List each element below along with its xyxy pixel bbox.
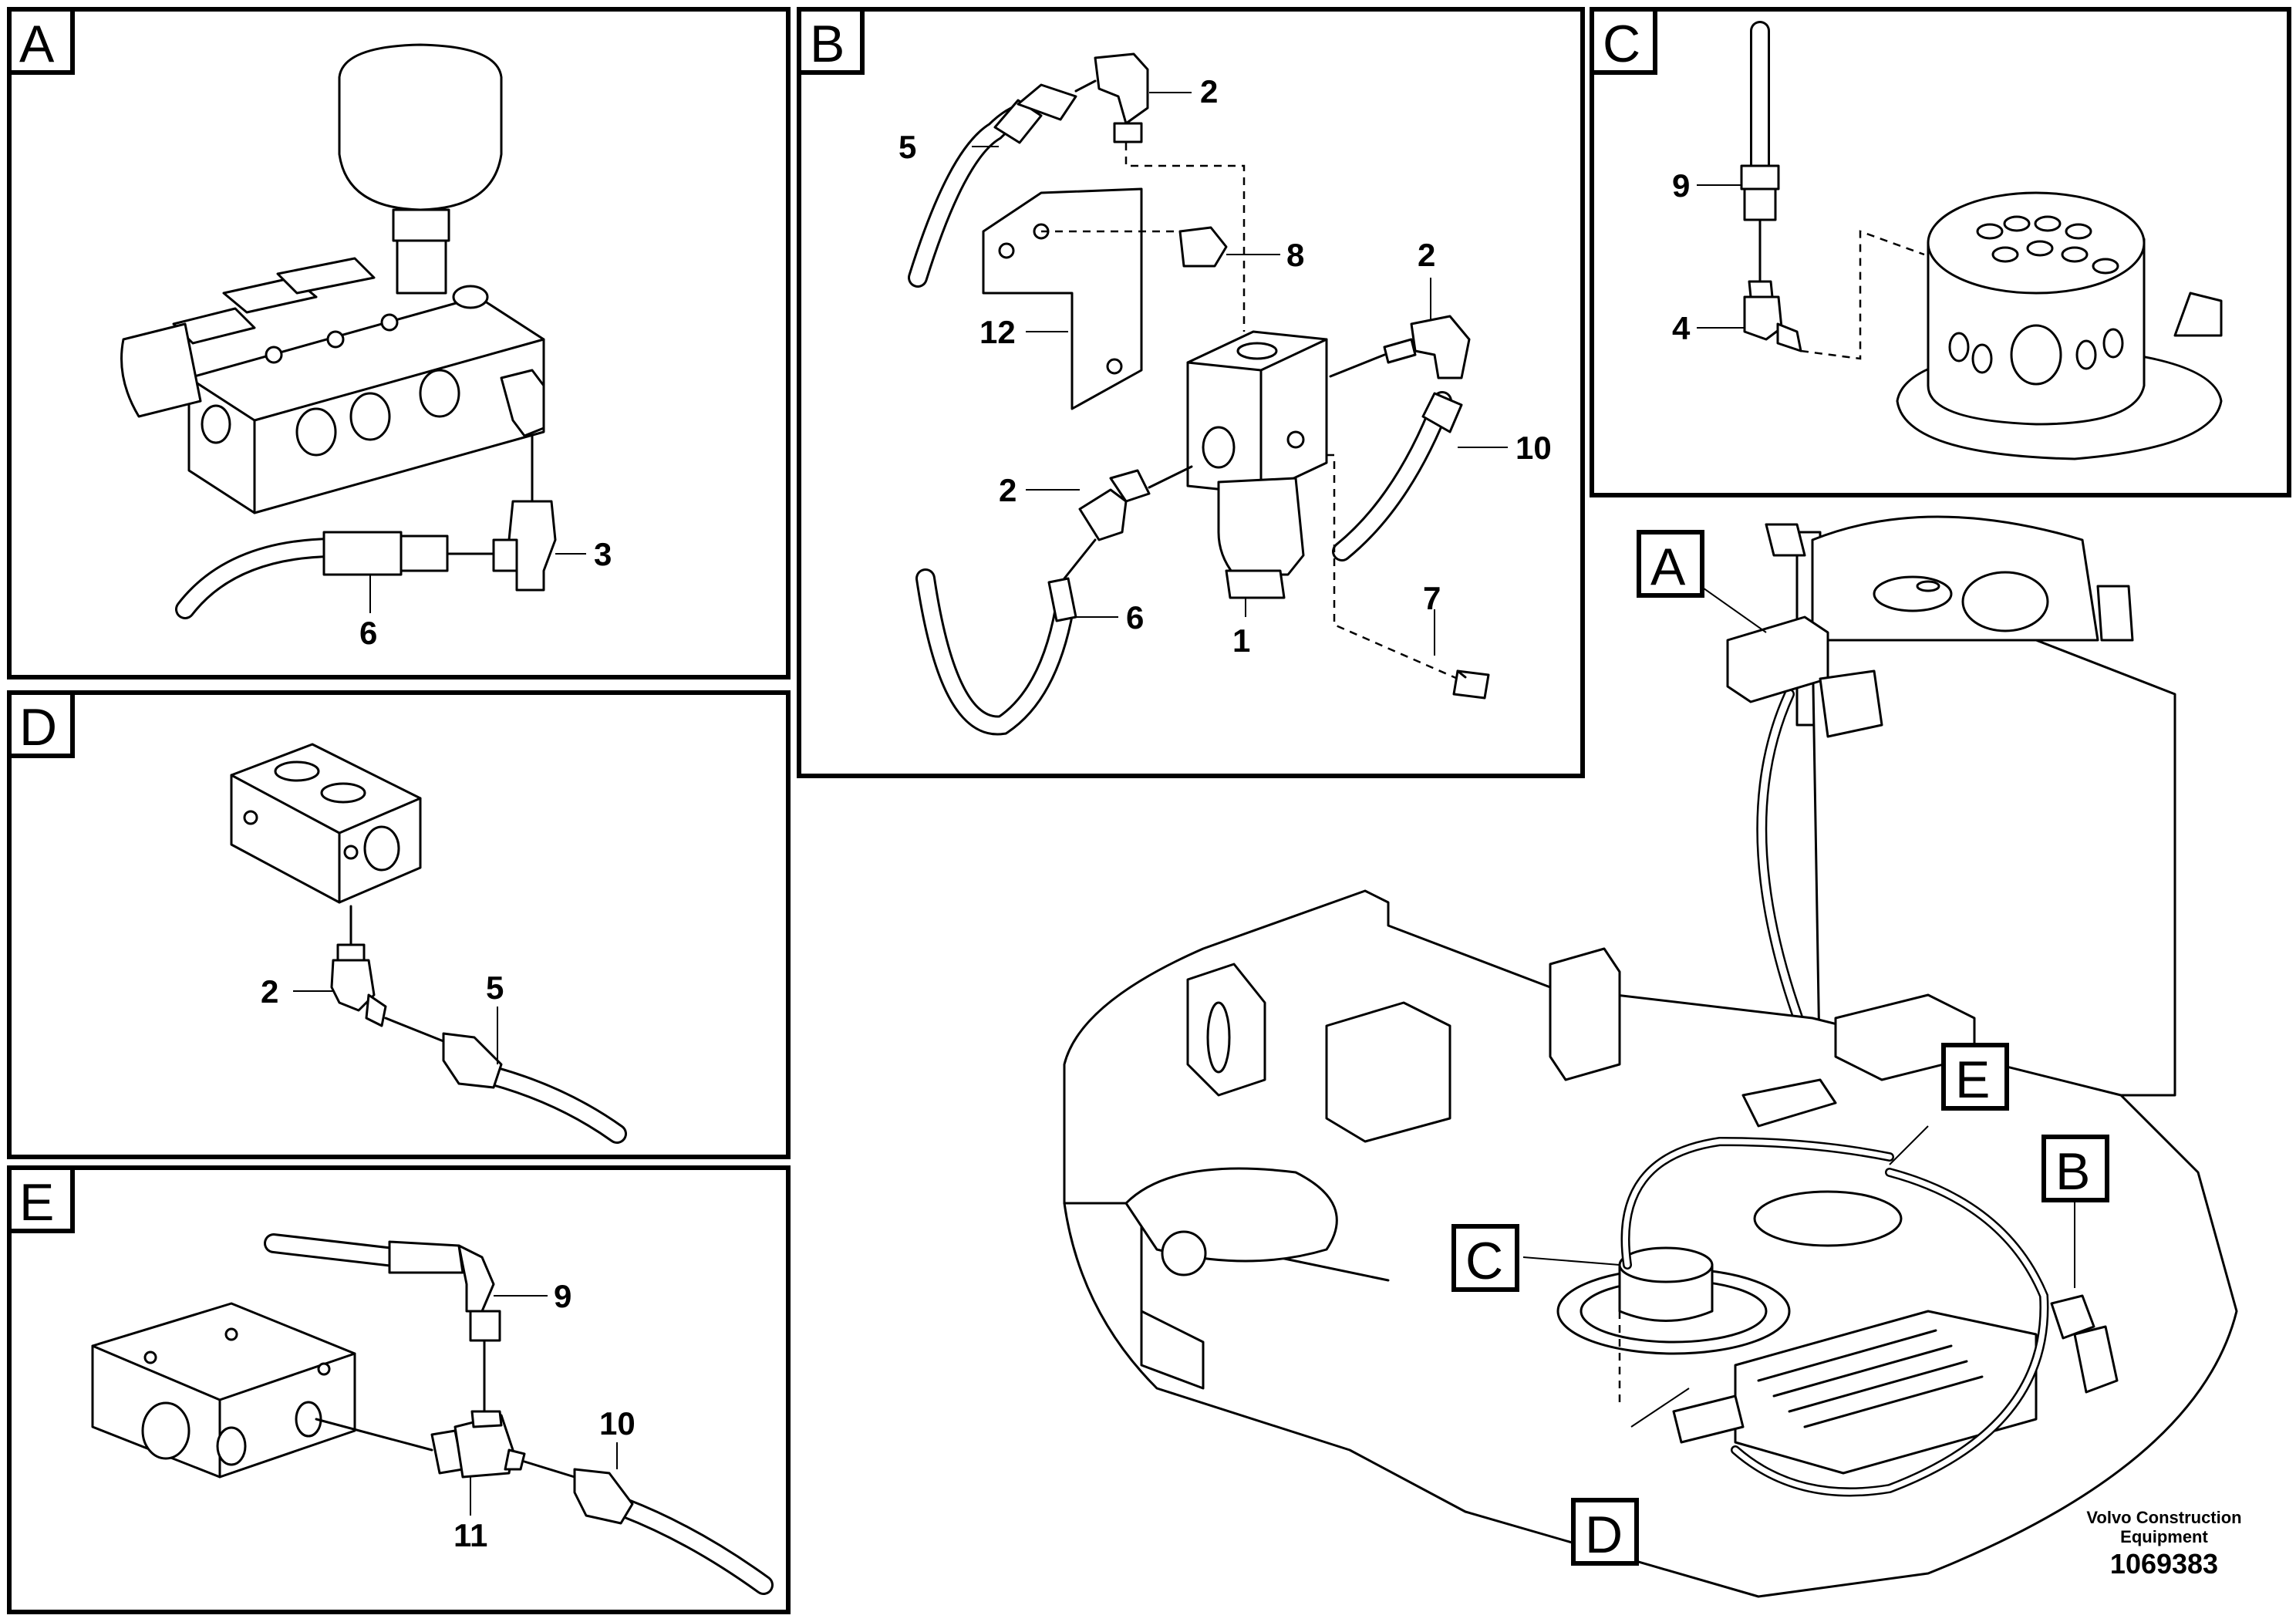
callout-b-2-top: 2 [1200, 73, 1218, 110]
panel-a: A 3 [7, 7, 791, 679]
panel-e: E 9 11 10 [7, 1165, 791, 1614]
document-number: 1069383 [2110, 1548, 2218, 1580]
panel-e-letter: E [19, 1173, 54, 1232]
callout-e-9: 9 [554, 1278, 571, 1314]
panel-c-letter: C [1603, 15, 1640, 73]
callout-c-9: 9 [1672, 167, 1690, 204]
panel-c: C 9 4 [1590, 7, 2291, 497]
svg-text:B: B [2055, 1142, 2090, 1201]
overview-tag-e: E [1941, 1043, 2009, 1111]
footer: Volvo Construction Equipment 1069383 [2086, 1508, 2241, 1580]
callout-b-5: 5 [899, 129, 916, 165]
callout-b-2-right: 2 [1418, 237, 1435, 273]
callout-e-10: 10 [599, 1405, 636, 1442]
brand-line-1: Volvo Construction [2086, 1508, 2241, 1527]
callout-b-1: 1 [1232, 622, 1250, 659]
callout-b-2-left: 2 [999, 472, 1017, 508]
svg-text:E: E [1955, 1050, 1990, 1109]
panel-b: B [797, 7, 1585, 778]
callout-e-11: 11 [453, 1517, 487, 1553]
callout-b-12: 12 [979, 314, 1016, 350]
svg-text:D: D [1585, 1506, 1623, 1564]
callout-b-8: 8 [1286, 237, 1304, 273]
overview-tag-b: B [2041, 1135, 2109, 1202]
callout-d-5: 5 [486, 969, 504, 1006]
svg-text:A: A [1650, 538, 1686, 596]
callout-b-10: 10 [1515, 430, 1552, 466]
overview-tag-d: D [1571, 1498, 1639, 1566]
overview-tag-a: A [1637, 530, 1704, 598]
overview-tag-c: C [1451, 1224, 1519, 1292]
callout-a-6: 6 [359, 615, 377, 651]
panel-a-letter: A [19, 15, 55, 73]
panel-b-letter: B [810, 15, 845, 73]
callout-b-7: 7 [1423, 580, 1441, 616]
brand-line-2: Equipment [2120, 1527, 2208, 1546]
panel-d-letter: D [19, 698, 57, 757]
callout-d-2: 2 [261, 973, 278, 1010]
callout-c-4: 4 [1672, 310, 1691, 346]
panel-d: D 2 5 [7, 690, 791, 1159]
callout-a-3: 3 [594, 536, 612, 572]
svg-text:C: C [1465, 1232, 1503, 1290]
callout-b-6: 6 [1126, 599, 1144, 636]
